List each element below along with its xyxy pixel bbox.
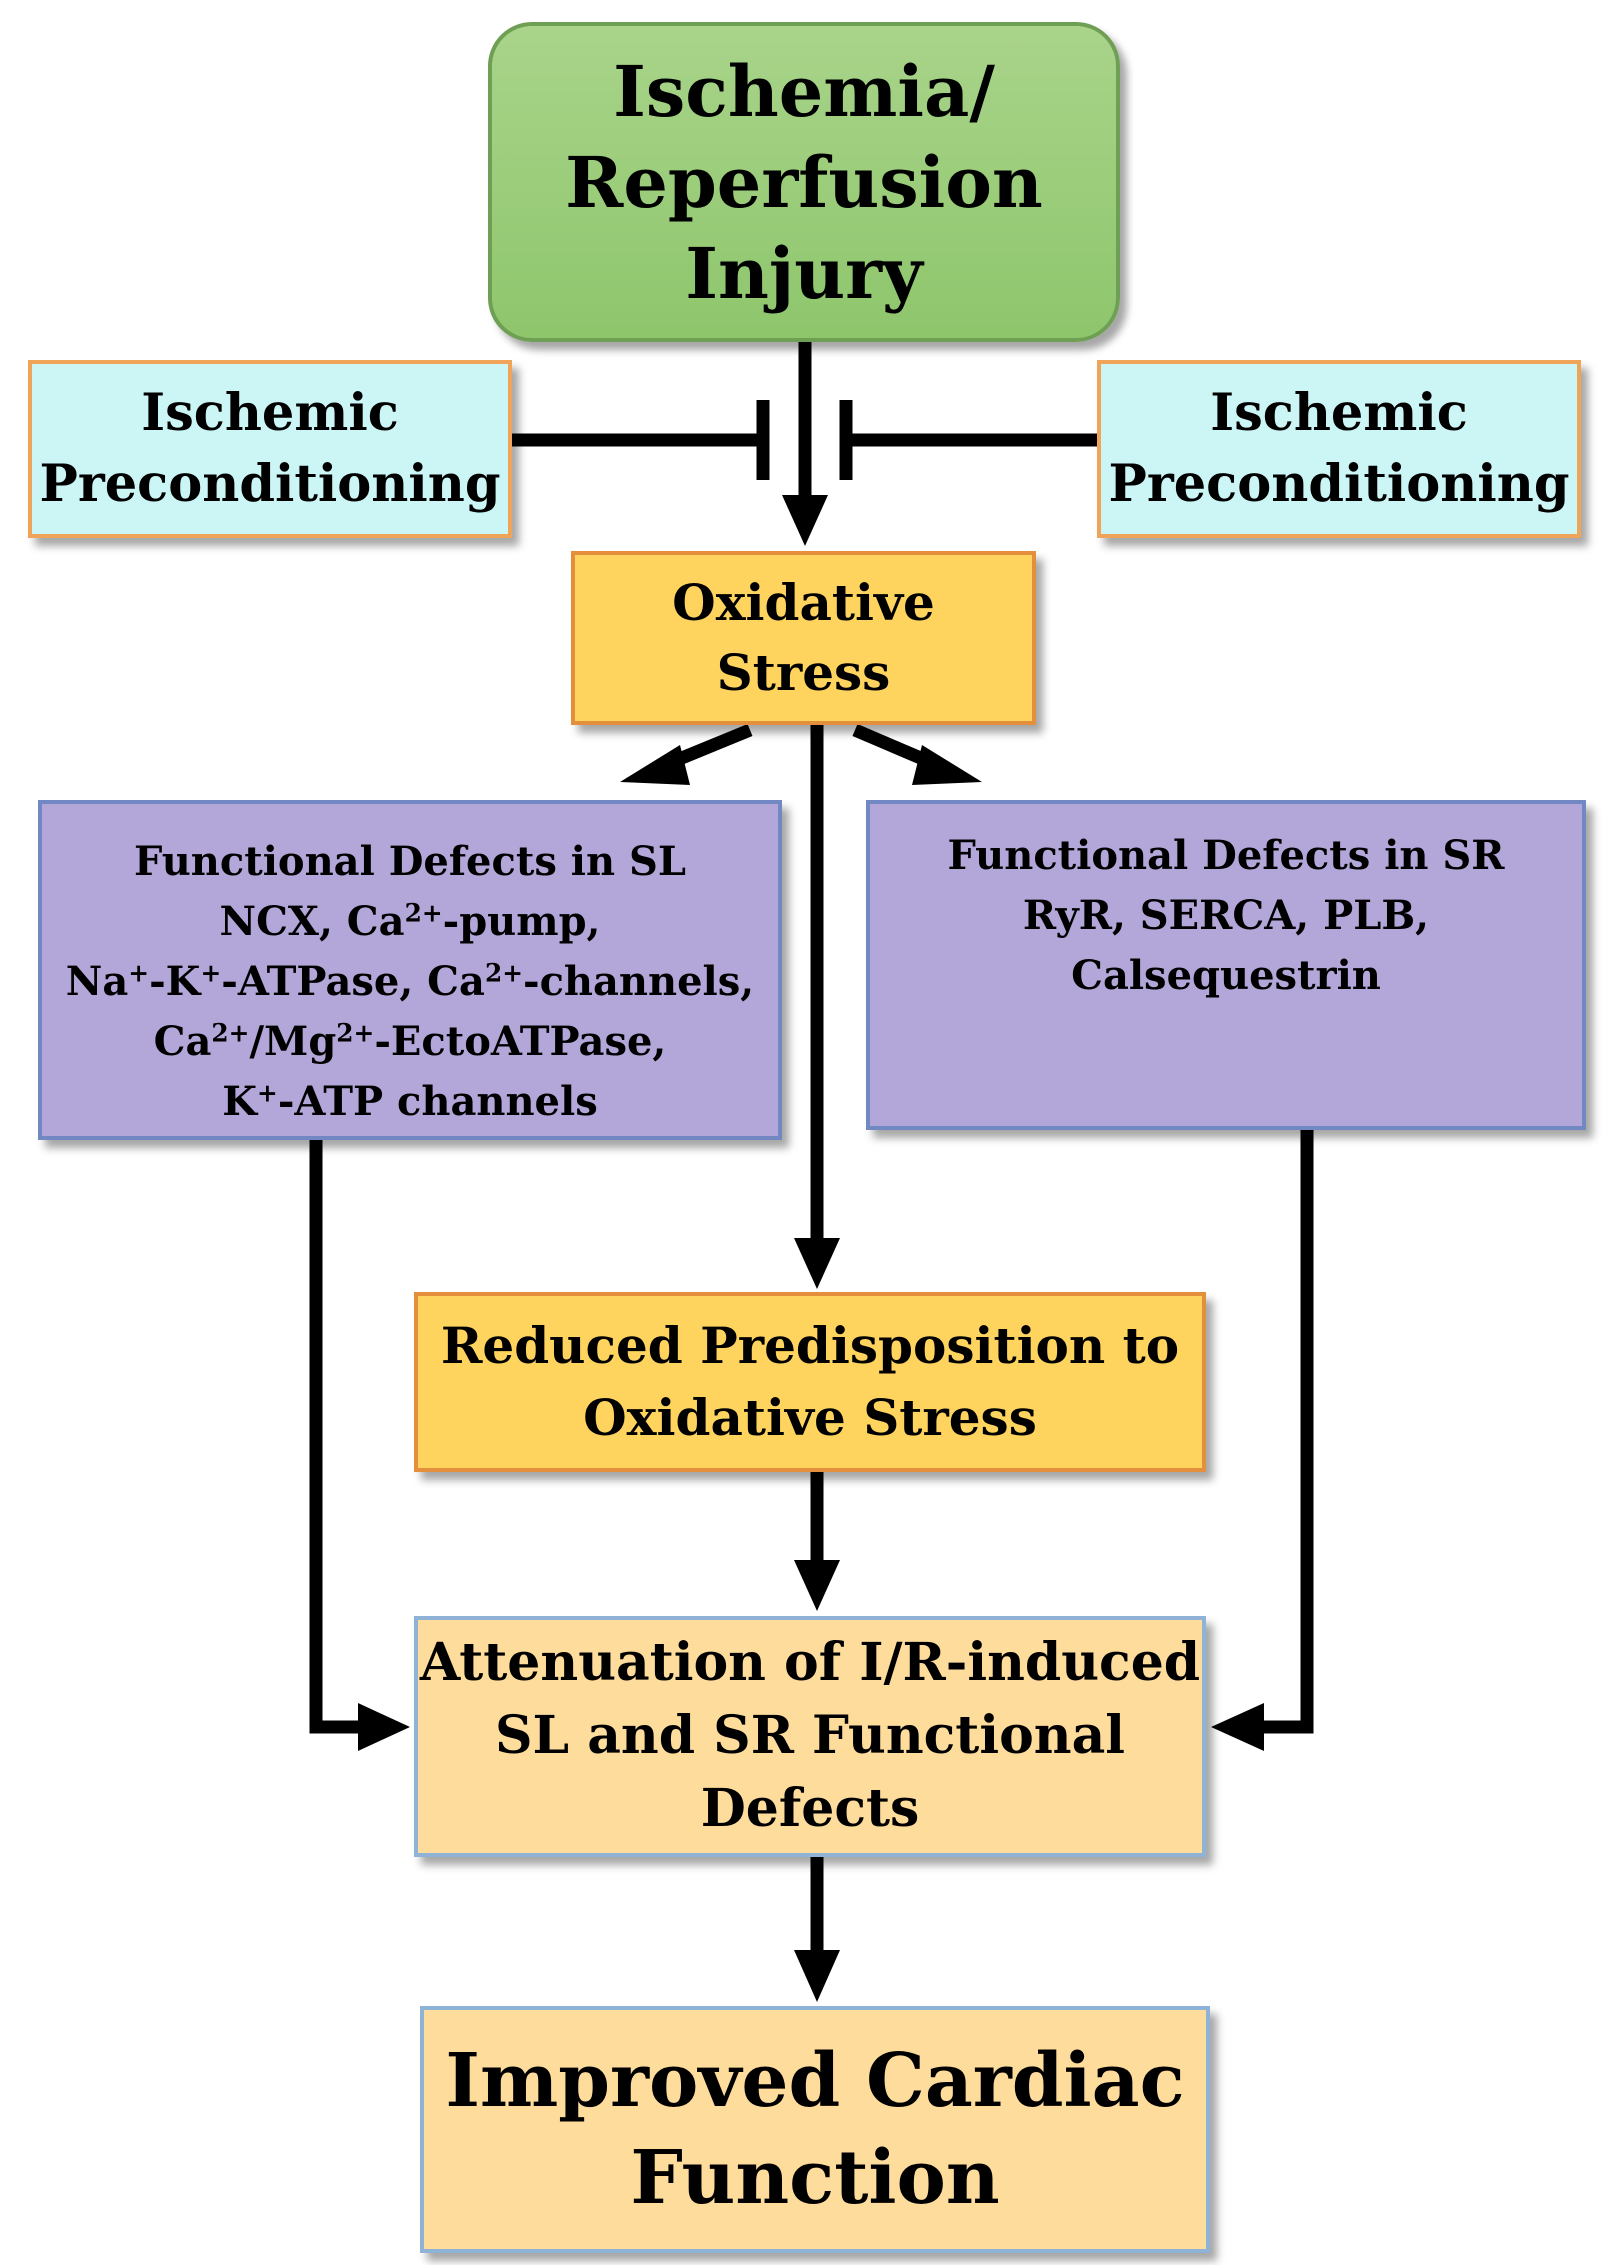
node-ischemia-reperfusion-injury: Ischemia/ Reperfusion Injury <box>488 22 1120 342</box>
arrowhead-sr-to-attenuation <box>1211 1703 1264 1751</box>
node-ischemic-preconditioning-left: Ischemic Preconditioning <box>28 360 512 538</box>
arrowhead-reduced-to-attenuation <box>794 1560 840 1611</box>
node-sl-line-3: Na+-K+-ATPase, Ca2+-channels, <box>65 958 755 1005</box>
node-sl-line-5: K+-ATP channels <box>222 1078 598 1125</box>
node-improved-line-1: Improved Cardiac <box>445 2038 1185 2125</box>
node-reduced-predisposition: Reduced Predisposition to Oxidative Stre… <box>414 1292 1206 1472</box>
arrow-os-to-sr-defects <box>852 724 933 768</box>
arrowhead-os-to-reduced <box>794 1238 840 1289</box>
node-ir-line-2: Reperfusion <box>565 140 1043 224</box>
node-ipc-left-line-2: Preconditioning <box>39 454 501 514</box>
node-sl-line-4: Ca2+/Mg2+-EctoATPase, <box>153 1018 667 1065</box>
arrowhead-os-to-sl-defects <box>620 745 690 785</box>
node-functional-defects-sr: Functional Defects in SR RyR, SERCA, PLB… <box>866 800 1586 1130</box>
arrow-sr-to-attenuation <box>1262 1130 1314 1734</box>
node-improved-cardiac-function: Improved Cardiac Function <box>420 2006 1210 2253</box>
node-sl-line-2: NCX, Ca2+-pump, <box>219 898 601 945</box>
node-sr-line-1: Functional Defects in SR <box>947 832 1505 879</box>
arrow-sl-to-attenuation <box>309 1140 360 1734</box>
arrowhead-os-to-sr-defects <box>912 745 982 785</box>
arrowhead-ir-to-oxidative-stress <box>782 495 828 546</box>
node-ir-line-3: Injury <box>685 231 923 315</box>
node-os-line-1: Oxidative <box>672 573 935 632</box>
arrowhead-sl-to-attenuation <box>358 1703 410 1751</box>
node-sr-line-3: Calsequestrin <box>1071 952 1381 999</box>
node-reduced-line-1: Reduced Predisposition to <box>440 1315 1180 1375</box>
node-improved-line-2: Function <box>630 2134 1000 2221</box>
node-reduced-line-2: Oxidative Stress <box>583 1388 1037 1447</box>
node-sl-title: Functional Defects in SL <box>134 838 686 885</box>
arrow-os-to-sl-defects <box>669 723 753 769</box>
node-os-line-2: Stress <box>716 643 891 702</box>
node-sr-line-2: RyR, SERCA, PLB, <box>1022 892 1430 939</box>
node-ipc-left-line-1: Ischemic <box>141 382 399 443</box>
node-attenuation-line-1: Attenuation of I/R-induced <box>419 1632 1201 1694</box>
node-attenuation-of-defects: Attenuation of I/R-induced SL and SR Fun… <box>414 1616 1206 1857</box>
arrowhead-attenuation-to-improved <box>794 1950 840 2002</box>
node-ipc-right-line-2: Preconditioning <box>1108 454 1570 514</box>
node-ipc-right-line-1: Ischemic <box>1210 382 1468 443</box>
node-oxidative-stress: Oxidative Stress <box>571 551 1036 725</box>
node-functional-defects-sl: Functional Defects in SL NCX, Ca2+-pump,… <box>38 800 782 1140</box>
node-ir-line-1: Ischemia/ <box>613 49 995 133</box>
node-attenuation-line-3: Defects <box>700 1777 920 1839</box>
node-attenuation-line-2: SL and SR Functional <box>494 1705 1126 1767</box>
node-ischemic-preconditioning-right: Ischemic Preconditioning <box>1097 360 1581 538</box>
